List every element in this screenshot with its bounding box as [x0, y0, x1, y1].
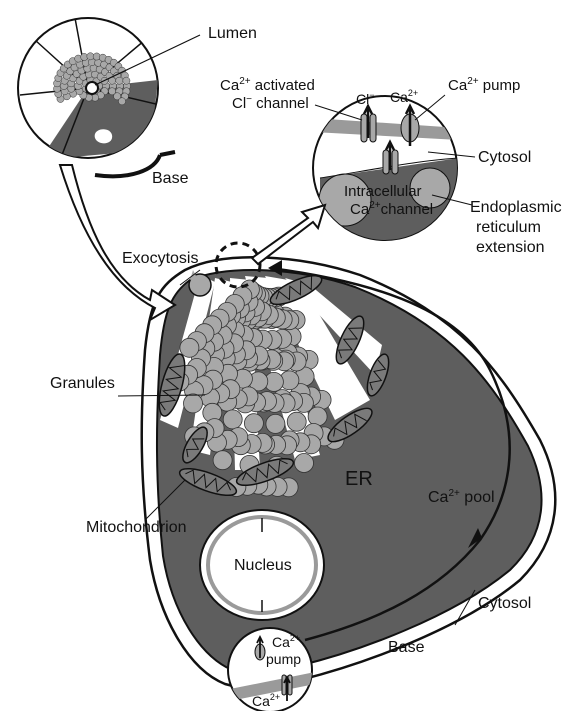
granule — [180, 338, 199, 357]
label-cytosol-bottom: Cytosol — [478, 595, 531, 612]
label-er-ext-3: extension — [476, 239, 545, 256]
acinus-inset — [18, 18, 200, 176]
label-cytosol-top: Cytosol — [478, 149, 531, 166]
acinus-granule — [118, 98, 125, 105]
acinus-granule — [116, 77, 123, 84]
granule — [213, 451, 232, 470]
membrane-inset — [313, 95, 475, 240]
label-intracellular: Intracellular — [344, 183, 422, 200]
label-nucleus: Nucleus — [234, 557, 292, 574]
acinus-granule — [123, 77, 130, 84]
granule — [184, 394, 203, 413]
label-ca-pump: Ca2+ pump — [448, 76, 520, 94]
granule — [266, 414, 285, 433]
label-bottom-pump: pump — [266, 651, 301, 667]
label-ca-channel: Ca2+channel — [350, 200, 433, 218]
label-exocytosis: Exocytosis — [122, 250, 198, 267]
granule — [223, 410, 242, 429]
zoom-arrow-membrane — [252, 205, 325, 264]
main-cell — [142, 243, 556, 687]
label-lumen: Lumen — [208, 25, 257, 42]
label-er-ext-2: reticulum — [476, 219, 541, 236]
label-base-top: Base — [152, 170, 189, 187]
label-cl-channel: Cl− channel — [232, 94, 309, 112]
label-ca-activated: Ca2+ activated — [220, 76, 315, 94]
label-ca-pool: Ca2+ pool — [428, 488, 495, 506]
label-er-ext-1: Endoplasmic — [470, 199, 562, 216]
granule — [244, 414, 263, 433]
label-er: ER — [345, 468, 373, 490]
zoom-arrow-cell — [60, 165, 175, 320]
label-base-bottom: Base — [388, 639, 425, 656]
granule — [295, 454, 314, 473]
label-mitochondrion: Mitochondrion — [86, 519, 187, 536]
label-granules: Granules — [50, 375, 115, 392]
granule — [287, 412, 306, 431]
